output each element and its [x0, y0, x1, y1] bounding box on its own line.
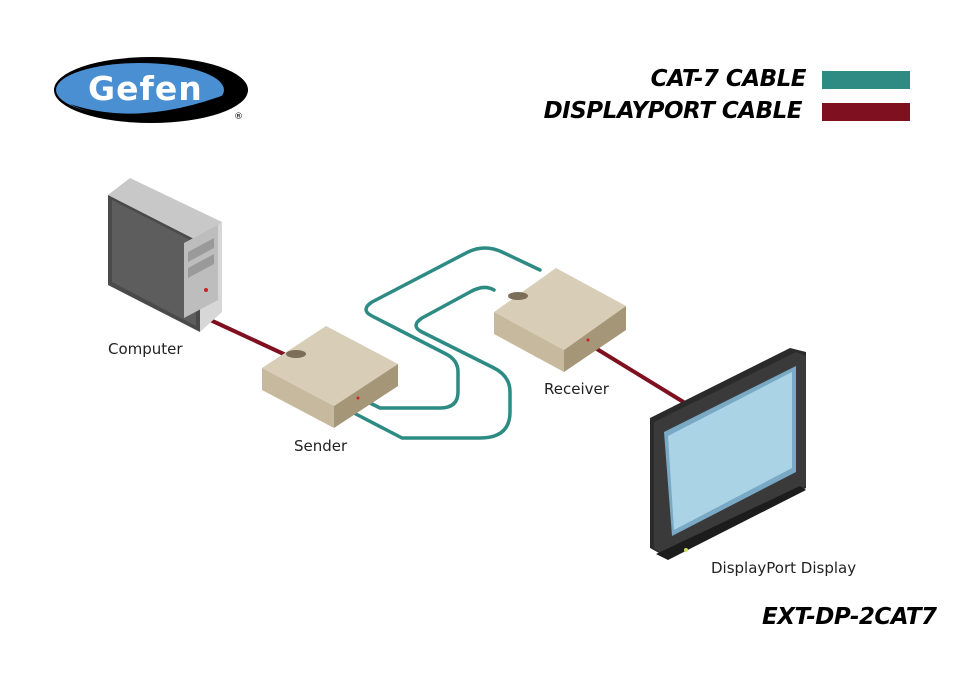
sender-label: Sender — [294, 437, 348, 455]
legend-swatch-displayport — [822, 103, 910, 121]
model-number: EXT-DP-2CAT7 — [762, 604, 937, 630]
legend-swatch-cat7 — [822, 71, 910, 89]
receiver-box — [494, 268, 626, 372]
receiver-label: Receiver — [544, 380, 609, 398]
computer-tower — [108, 178, 222, 332]
display-monitor — [650, 348, 806, 560]
displayport-cable-computer-sender — [205, 316, 289, 358]
registered-mark: ® — [234, 112, 243, 122]
displayport-cable-receiver-display — [590, 344, 692, 408]
legend-label-cat7: CAT-7 CABLE — [650, 66, 807, 92]
cat7-cables — [350, 246, 542, 440]
logo-wordmark: Gefen — [88, 69, 203, 108]
computer-label: Computer — [108, 340, 183, 358]
sender-box — [262, 326, 398, 428]
display-label: DisplayPort Display — [711, 559, 857, 577]
legend-label-displayport: DISPLAYPORT CABLE — [543, 98, 803, 124]
